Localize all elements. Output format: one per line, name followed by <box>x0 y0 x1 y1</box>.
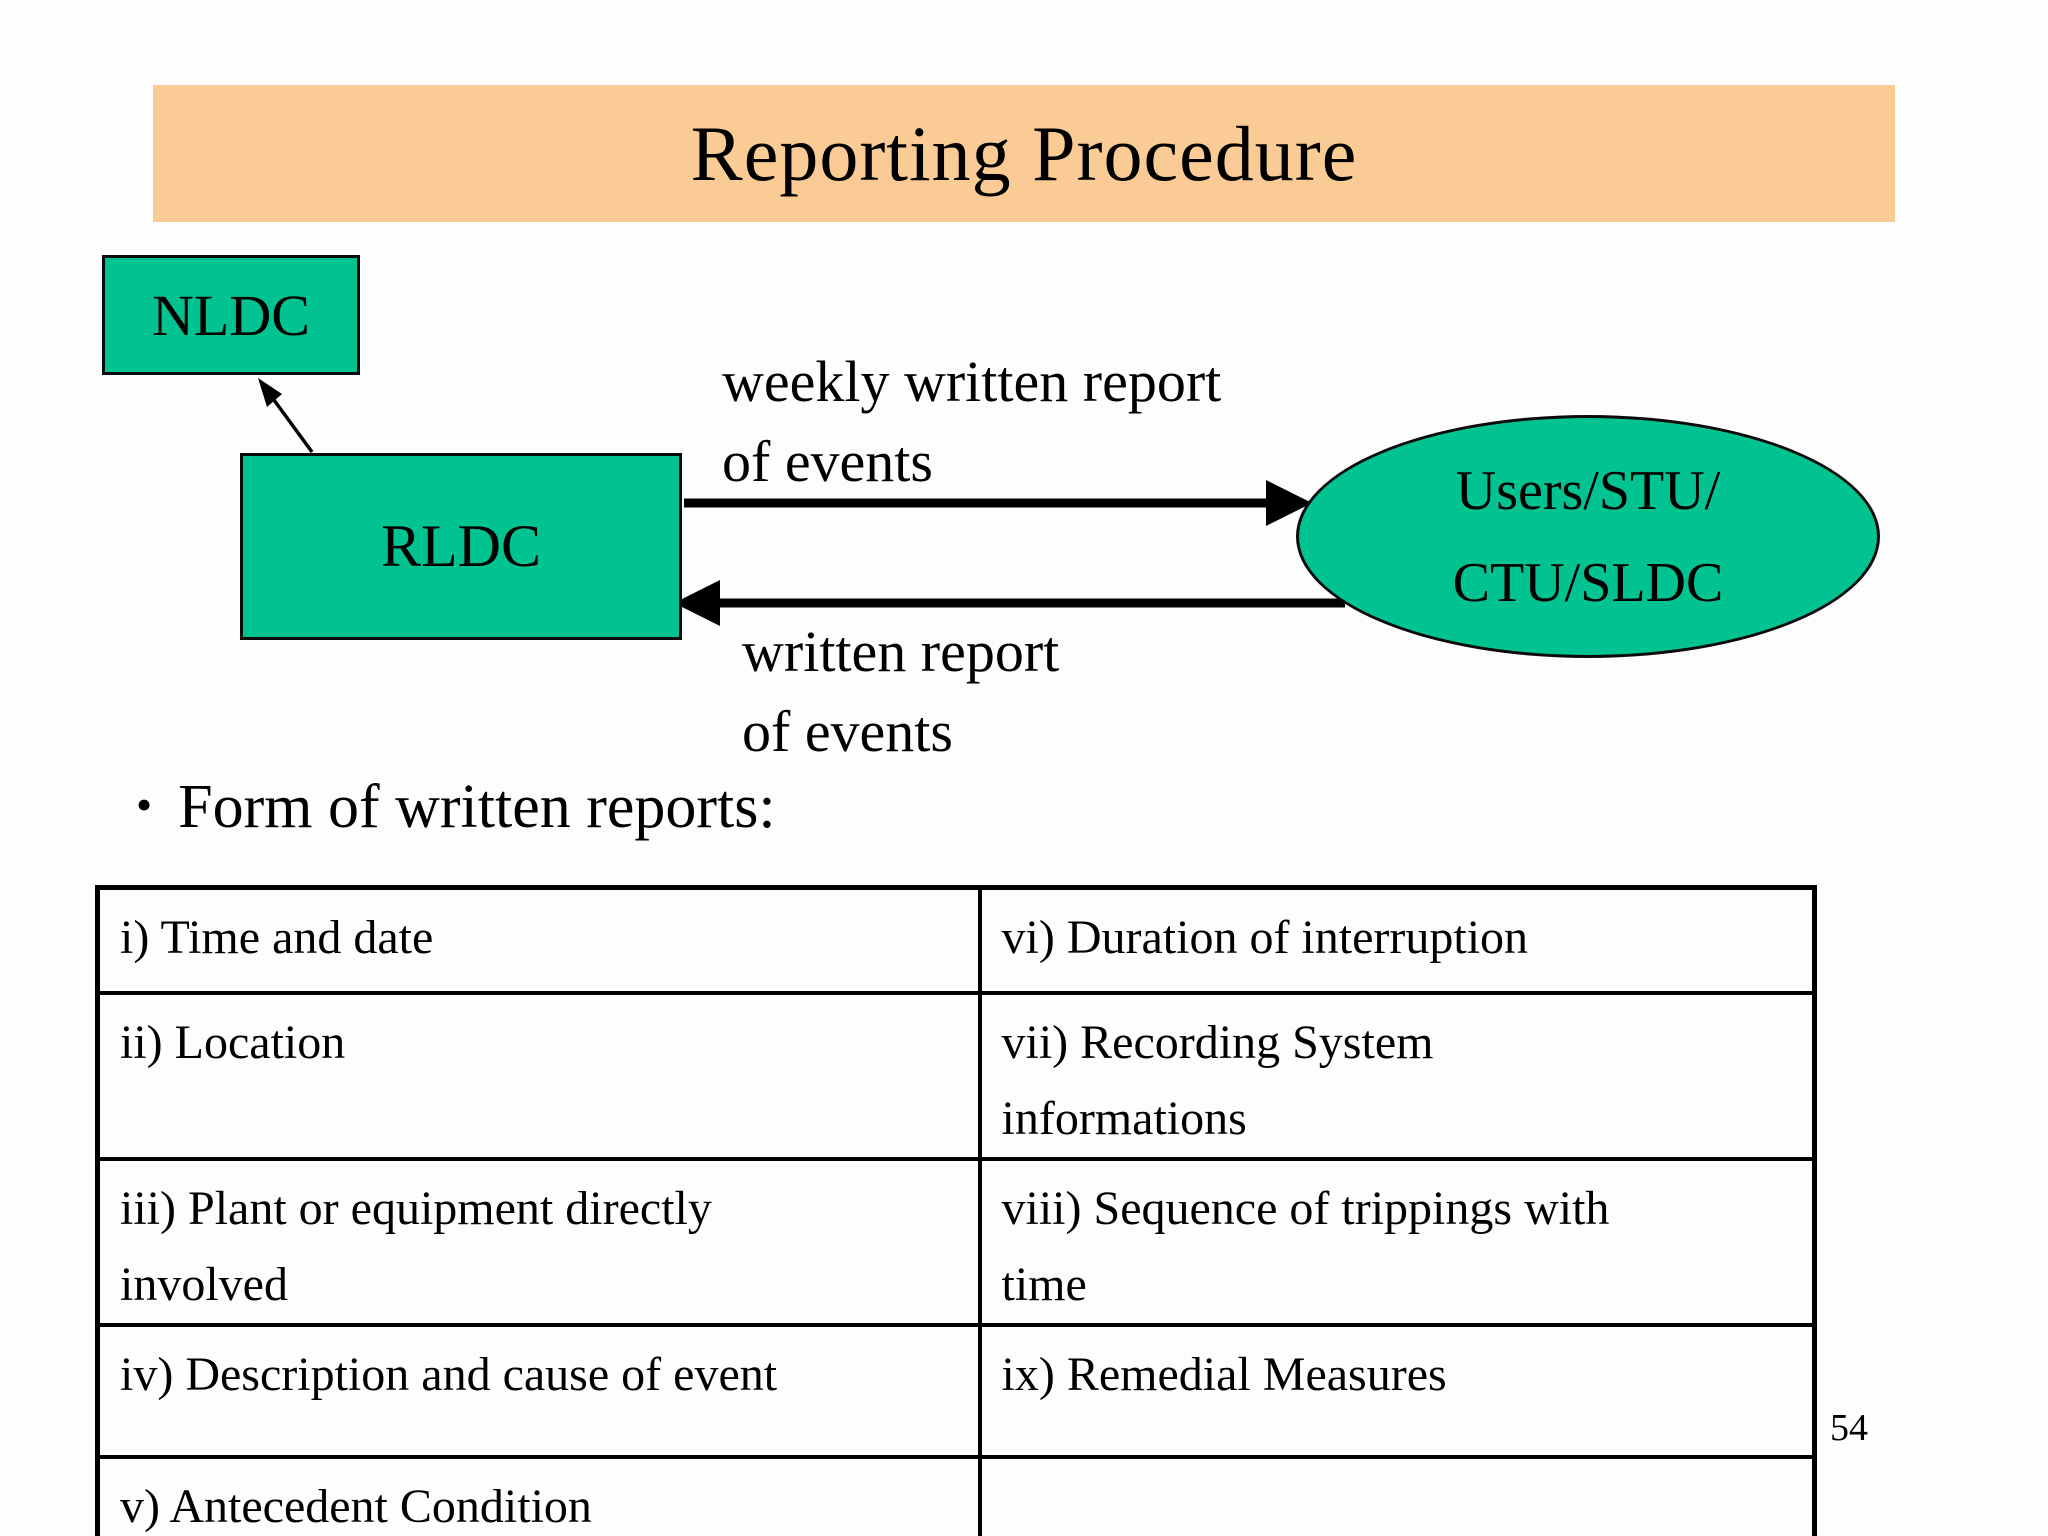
cell-line: iii) Plant or equipment directly <box>120 1181 712 1235</box>
title-bar: Reporting Procedure <box>153 85 1895 222</box>
node-users-label-line1: Users/STU/ <box>1455 459 1721 522</box>
label-line: weekly written report <box>722 349 1222 414</box>
table-row: i) Time and date vi) Duration of interru… <box>95 885 1817 995</box>
cell-line: ii) Location <box>120 1015 346 1069</box>
cell-line: i) Time and date <box>120 911 434 964</box>
cell-line: vii) Recording System <box>1001 1015 1434 1069</box>
arrow-rldc-to-nldc-head <box>258 378 282 407</box>
node-rldc: RLDC <box>240 453 682 640</box>
label-weekly-written-report: weekly written report of events <box>722 342 1221 502</box>
page-number: 54 <box>1830 1407 1868 1449</box>
table-cell: ii) Location <box>95 990 982 1161</box>
table-cell: ix) Remedial Measures <box>977 1322 1817 1459</box>
node-nldc-label: NLDC <box>152 282 310 348</box>
table-row: iv) Description and cause of event ix) R… <box>95 1322 1817 1459</box>
table-cell: v) Antecedent Condition <box>95 1454 982 1536</box>
bullet-marker: • <box>136 779 153 830</box>
cell-line: v) Antecedent Condition <box>120 1479 592 1533</box>
cell-line: iv) Description and cause of event <box>120 1347 778 1401</box>
arrow-rldc-to-nldc-shaft <box>272 398 314 454</box>
cell-line: vi) Duration of interruption <box>1001 911 1529 964</box>
table-row: iii) Plant or equipment directly involve… <box>95 1156 1817 1327</box>
node-users-ellipse: Users/STU/ CTU/SLDC <box>1296 415 1880 658</box>
cell-line: informations <box>1001 1091 1247 1145</box>
table-cell: iii) Plant or equipment directly involve… <box>95 1156 982 1327</box>
cell-line: involved <box>120 1257 288 1311</box>
label-line: of events <box>742 699 953 764</box>
cell-line: time <box>1001 1257 1087 1311</box>
node-nldc: NLDC <box>102 255 360 375</box>
bullet-text: Form of written reports: <box>178 773 776 841</box>
label-line: written report <box>742 619 1060 684</box>
label-written-report: written report of events <box>742 612 1059 772</box>
slide-title: Reporting Procedure <box>690 109 1358 197</box>
cell-line: ix) Remedial Measures <box>1001 1347 1447 1401</box>
node-rldc-label: RLDC <box>380 513 542 579</box>
table-row: ii) Location vii) Recording System infor… <box>95 990 1817 1161</box>
table-cell: viii) Sequence of trippings with time <box>977 1156 1817 1327</box>
node-users-label-line2: CTU/SLDC <box>1452 551 1724 614</box>
reports-table: i) Time and date vi) Duration of interru… <box>95 885 1817 1536</box>
table-cell: vi) Duration of interruption <box>977 885 1817 995</box>
label-line: of events <box>722 429 933 494</box>
table-row: v) Antecedent Condition <box>95 1454 1817 1536</box>
table-cell <box>977 1454 1817 1536</box>
table-cell: i) Time and date <box>95 885 982 995</box>
cell-line: viii) Sequence of trippings with <box>1001 1181 1610 1235</box>
table-cell: iv) Description and cause of event <box>95 1322 982 1459</box>
table-cell: vii) Recording System informations <box>977 990 1817 1161</box>
bullet-line-form-of-written-reports: • Form of written reports: <box>136 772 776 843</box>
